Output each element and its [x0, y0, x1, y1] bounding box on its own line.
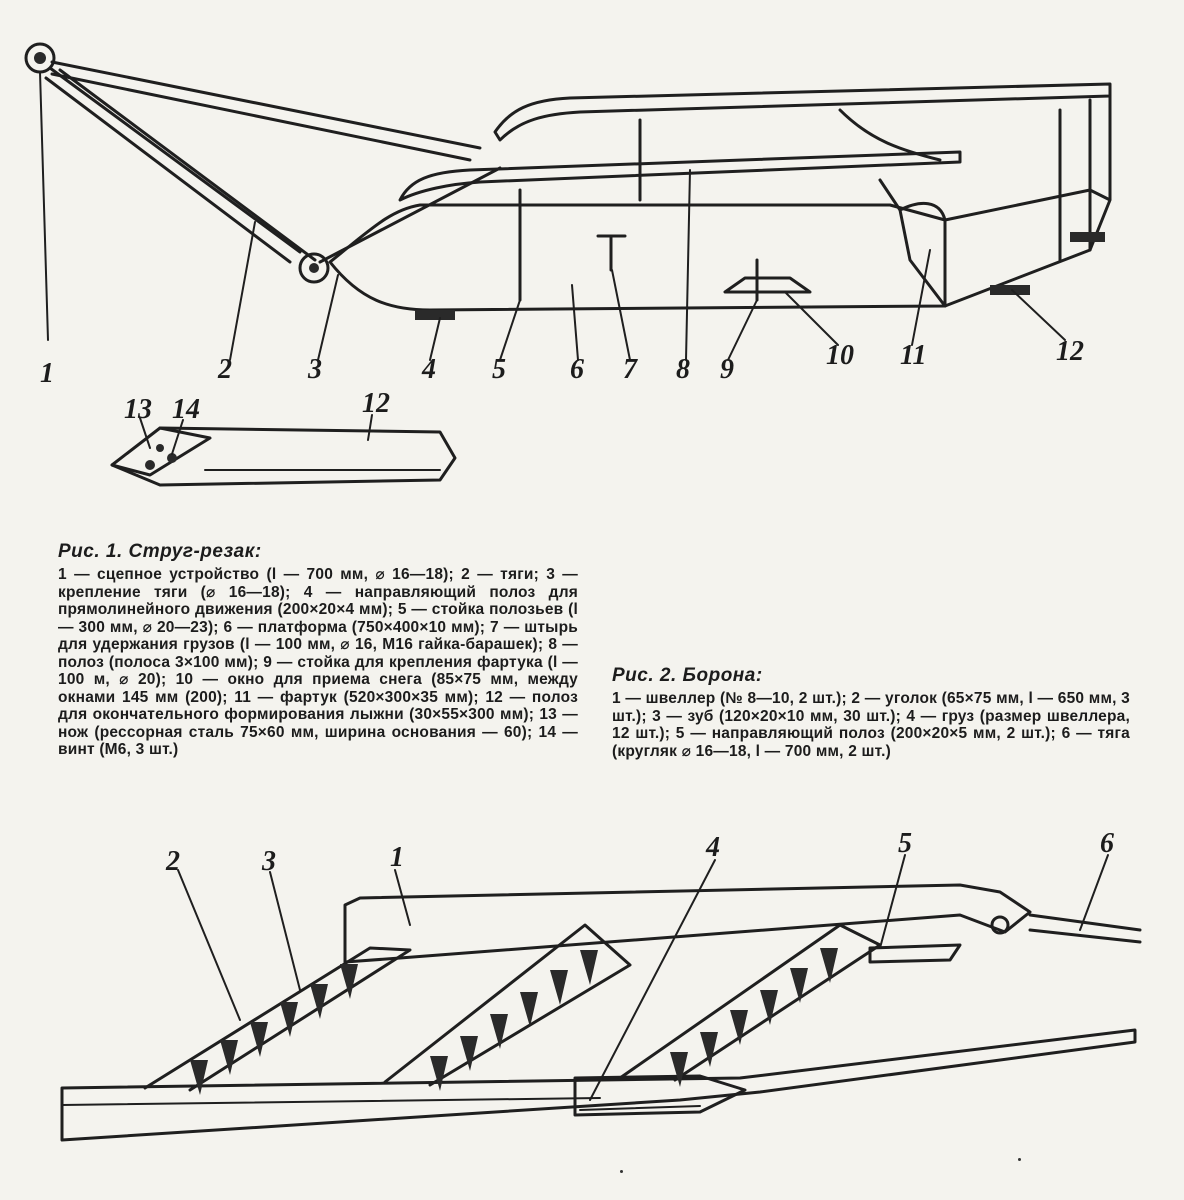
fig1-label-14: 14	[172, 394, 200, 425]
fig1-label-4: 4	[421, 354, 436, 385]
figure2-caption: Рис. 2. Борона: 1 — швеллер (№ 8—10, 2 ш…	[612, 664, 1130, 760]
screw-hole-2	[167, 453, 177, 463]
fig1-label-10: 10	[826, 340, 854, 371]
hitch-rope	[39, 71, 49, 341]
upper-runner	[398, 150, 962, 202]
fig2-label-6: 6	[1100, 828, 1114, 859]
rear-frame	[943, 94, 1112, 308]
figure1-caption-title: Рис. 1. Струг-резак:	[58, 541, 262, 562]
top-runner	[493, 82, 1112, 142]
figure1-caption-text: 1 — сцепное устройство (l — 700 мм, ⌀ 16…	[58, 566, 578, 758]
hitch-bolt	[990, 915, 1010, 935]
harrow-teeth	[190, 948, 838, 1095]
fig1-label-13: 13	[124, 394, 152, 425]
rear-channel	[343, 883, 1032, 964]
platform-body	[328, 203, 947, 312]
snow-window	[723, 276, 812, 294]
fig1-label-8: 8	[676, 354, 690, 385]
bar-attachment	[298, 252, 330, 284]
detail-leaders	[139, 414, 373, 455]
fig1-detail-label-12: 12	[362, 388, 390, 419]
guide-runner-harrow	[868, 943, 962, 964]
guide-runner	[415, 310, 455, 320]
fig2-label-2: 2	[165, 846, 180, 877]
upper-pull-bar	[50, 60, 482, 162]
fig1-label-6: 6	[570, 354, 584, 385]
knife-runner-detail	[110, 426, 457, 487]
angle-bar-1	[143, 946, 412, 1092]
fig2-label-5: 5	[898, 828, 912, 859]
weight-dashed	[579, 1105, 701, 1111]
wingnut-pin	[596, 234, 627, 272]
fig1-label-11: 11	[900, 340, 926, 371]
screw-hole-1	[145, 460, 155, 470]
screw-hole-3	[156, 444, 164, 452]
fig1-label-1: 1	[40, 358, 54, 389]
figure2-caption-title: Рис. 2. Борона:	[612, 665, 763, 686]
fig1-label-2: 2	[217, 354, 232, 385]
final-runner-rear	[1070, 232, 1105, 242]
struts	[518, 118, 902, 302]
leader-lines	[229, 169, 1066, 361]
rear-posts	[1058, 98, 1092, 262]
frame-brace	[838, 108, 942, 162]
final-runner	[990, 285, 1030, 295]
figure2-caption-text: 1 — швеллер (№ 8—10, 2 шт.); 2 — уголок …	[612, 690, 1130, 760]
fig2-leader-lines	[177, 854, 1109, 1101]
angle-bar-3	[618, 923, 882, 1082]
fig1-label-5: 5	[492, 354, 506, 385]
front-channel-edge	[61, 1097, 601, 1106]
fig1-label-7: 7	[623, 354, 638, 385]
hitch-ring-center	[34, 52, 46, 64]
apron	[898, 201, 947, 308]
knife-detail	[110, 426, 212, 477]
figure1-drawing: 1 2 3 4 5 6 7 8 9 10 11 12 13 14 12	[24, 42, 1112, 487]
figure2-drawing: 2 3 1 4 5 6	[60, 828, 1142, 1142]
pull-bar-center	[58, 68, 317, 262]
figure1-caption: Рис. 1. Струг-резак: 1 — сцепное устройс…	[58, 540, 578, 759]
print-speck	[620, 1170, 623, 1173]
fig1-label-3: 3	[307, 354, 322, 385]
fig2-label-1: 1	[390, 842, 404, 873]
lower-pull-bar	[44, 66, 302, 264]
bar-attachment-bolt	[309, 263, 319, 273]
fig2-label-4: 4	[705, 832, 720, 863]
fig2-label-3: 3	[261, 846, 276, 877]
fig1-label-9: 9	[720, 354, 734, 385]
fig1-label-12: 12	[1056, 336, 1084, 367]
front-channel	[60, 1028, 1137, 1142]
pull-bar	[1028, 913, 1142, 944]
print-speck	[1018, 1158, 1021, 1161]
